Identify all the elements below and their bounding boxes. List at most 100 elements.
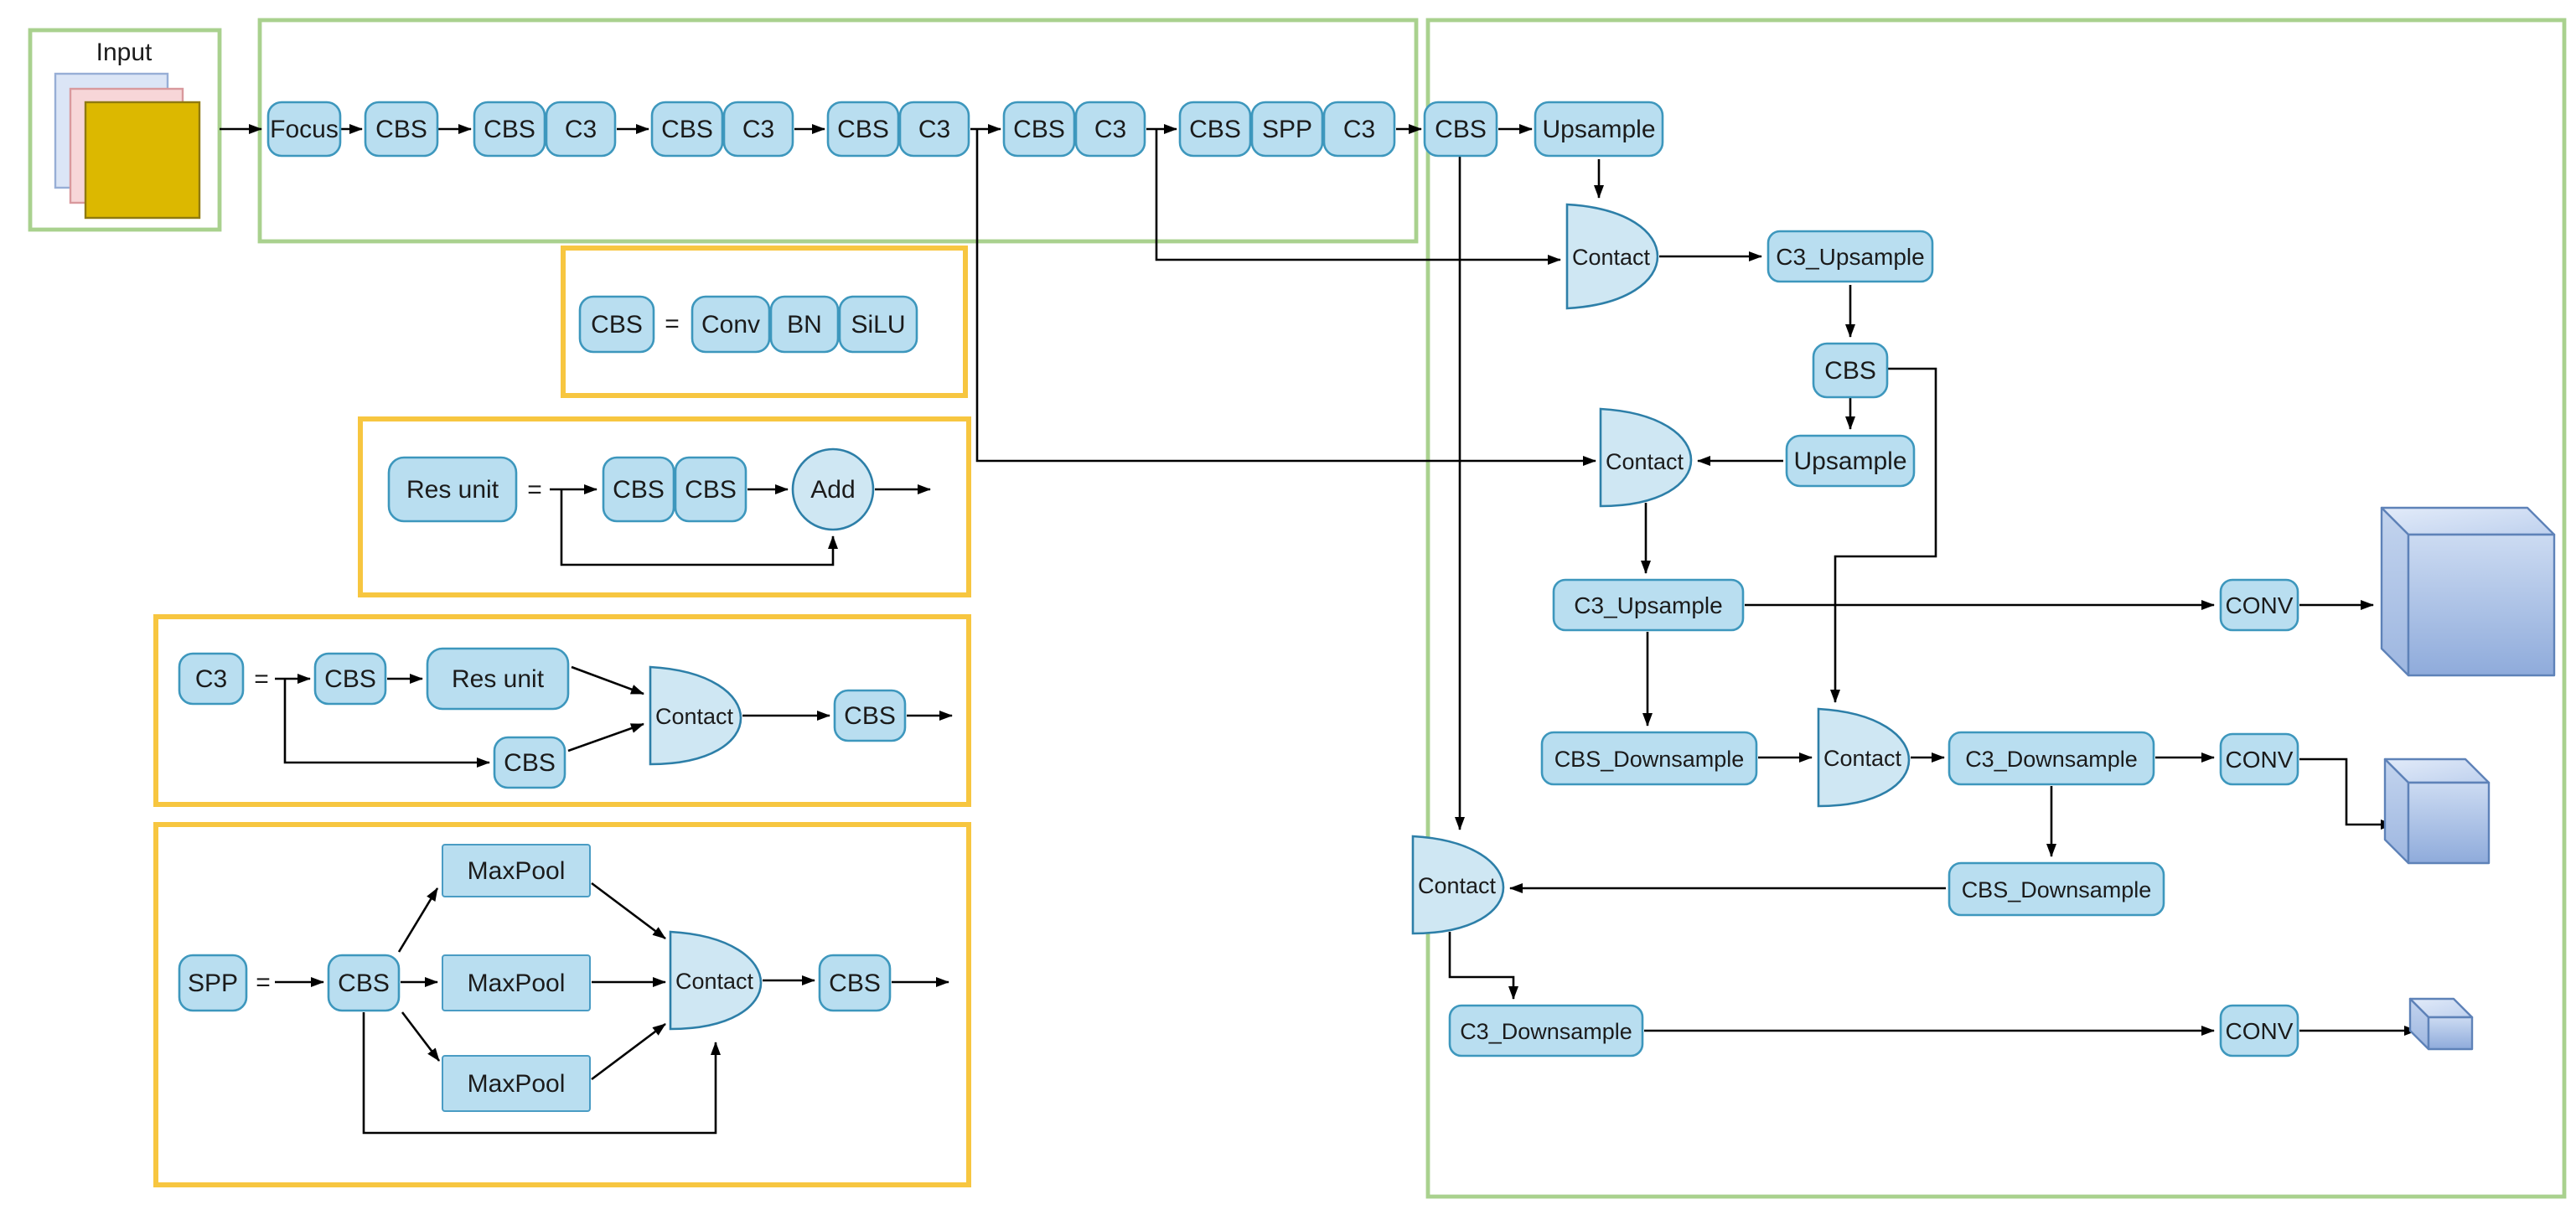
svg-text:C3_Upsample: C3_Upsample — [1776, 244, 1924, 270]
svg-text:CONV: CONV — [2226, 747, 2294, 773]
cbs-downsample2-block: CBS_Downsample — [1948, 861, 2165, 917]
c3-res-unit-block: Res unit — [426, 647, 570, 711]
upsample2-block: Upsample — [1785, 434, 1916, 488]
spp-contact-shape: Contact — [669, 930, 763, 1031]
svg-text:Upsample: Upsample — [1542, 116, 1655, 143]
cbs-equals-sign: = — [665, 310, 680, 338]
conv3-block: CONV — [2219, 1004, 2299, 1057]
svg-text:CBS: CBS — [484, 116, 535, 143]
spp-equals-sign: = — [256, 969, 271, 996]
legend-bn-block: BN — [769, 295, 840, 354]
svg-text:CBS: CBS — [829, 970, 881, 997]
svg-text:Contact: Contact — [675, 969, 754, 994]
c3-upsample1-block: C3_Upsample — [1766, 230, 1934, 283]
c3-cbs-bypass-block: CBS — [493, 736, 566, 789]
res-bypass-arrow — [560, 489, 838, 566]
svg-text:C3_Upsample: C3_Upsample — [1574, 592, 1722, 618]
svg-text:Contact: Contact — [1418, 873, 1497, 898]
svg-text:Res unit: Res unit — [406, 476, 499, 504]
svg-text:MaxPool: MaxPool — [468, 1070, 566, 1098]
svg-text:Conv: Conv — [701, 311, 760, 339]
svg-text:CBS: CBS — [661, 116, 713, 143]
skip-connection-arrows — [975, 129, 1596, 830]
cbs-downsample1-block: CBS_Downsample — [1540, 731, 1758, 786]
upsample1-block: Upsample — [1534, 101, 1664, 158]
res-cbs2-block: CBS — [674, 456, 747, 523]
stage4-c3-block: C3 — [1074, 101, 1146, 158]
legend-c3-block: C3 — [178, 652, 245, 706]
svg-text:CBS: CBS — [1189, 116, 1241, 143]
legend-res-unit-block: Res unit — [387, 456, 518, 523]
stage5-cbs-block: CBS — [1178, 101, 1252, 158]
stem-cbs-block: CBS — [364, 101, 439, 158]
conv1-block: CONV — [2219, 578, 2299, 632]
neck-cbs-block: CBS — [1423, 101, 1498, 158]
res-cbs1-block: CBS — [602, 456, 675, 523]
c3-bypass-to-contact-arrow — [567, 722, 644, 752]
svg-text:CBS: CBS — [504, 749, 556, 777]
c3-equals-sign: = — [254, 665, 269, 693]
cbs-legend-panel — [561, 246, 968, 398]
svg-text:C3: C3 — [195, 665, 227, 693]
head-arrows — [1448, 159, 2418, 1036]
head-panel — [1425, 18, 2567, 1199]
contact4-shape: Contact — [1411, 835, 1505, 935]
c3-cbs-out-block: CBS — [833, 689, 907, 742]
svg-text:CBS: CBS — [1435, 116, 1487, 143]
svg-text:CBS: CBS — [375, 116, 427, 143]
stage4-cbs-block: CBS — [1002, 101, 1076, 158]
svg-text:SPP: SPP — [188, 970, 238, 997]
stage3-c3-block: C3 — [898, 101, 970, 158]
svg-text:CBS: CBS — [685, 476, 737, 504]
c3-bypass-line — [283, 679, 490, 768]
mid-cbs-block: CBS — [1812, 342, 1889, 399]
svg-text:CBS_Downsample: CBS_Downsample — [1554, 747, 1745, 772]
svg-text:C3_Downsample: C3_Downsample — [1965, 747, 2138, 772]
svg-text:CBS_Downsample: CBS_Downsample — [1962, 877, 2152, 902]
svg-text:C3: C3 — [565, 116, 597, 143]
c3-cbs1-block: CBS — [313, 652, 387, 706]
spp-legend-panel — [153, 822, 971, 1187]
stage1-cbs-block: CBS — [473, 101, 546, 158]
input-image-stack: Input — [54, 39, 201, 220]
spp-cbs-out-block: CBS — [818, 954, 892, 1012]
c3-res-to-contact-arrow — [571, 665, 644, 695]
c3-legend: C3 = CBS Res unit CBS Contact CBS — [178, 647, 953, 789]
spp-maxpool3-block: MaxPool — [442, 1055, 591, 1112]
legend-silu-block: SiLU — [838, 295, 918, 354]
c3-downsample1-block: C3_Downsample — [1948, 731, 2155, 786]
res-add-node: Add — [791, 447, 875, 531]
svg-text:MaxPool: MaxPool — [468, 857, 566, 885]
output-cube-large — [2380, 506, 2556, 677]
stage5-spp-block: SPP — [1250, 101, 1324, 158]
svg-text:CBS: CBS — [613, 476, 665, 504]
svg-text:C3: C3 — [1094, 116, 1126, 143]
svg-text:CONV: CONV — [2226, 1018, 2294, 1044]
c3-legend-panel — [153, 614, 971, 807]
neck-blocks: CBS Upsample Contact C3_Upsample CBS Ups… — [1411, 101, 2299, 1057]
legend-cbs-block: CBS — [578, 295, 655, 354]
svg-text:C3: C3 — [1343, 116, 1375, 143]
cbs-legend: CBS = Conv BN SiLU — [578, 295, 918, 354]
spp-cbs-to-mp1-arrow — [397, 887, 439, 953]
svg-text:CBS: CBS — [338, 970, 390, 997]
stage2-c3-block: C3 — [722, 101, 794, 158]
backbone-blocks: Focus CBS CBS C3 CBS C3 CBS C3 — [266, 101, 1396, 158]
spp-maxpool1-block: MaxPool — [442, 844, 591, 897]
svg-text:CBS: CBS — [324, 665, 376, 693]
spp-maxpool2-block: MaxPool — [442, 954, 591, 1011]
conv2-block: CONV — [2219, 732, 2299, 786]
svg-text:Add: Add — [810, 476, 855, 504]
svg-text:C3: C3 — [742, 116, 774, 143]
legend-spp-block: SPP — [178, 954, 248, 1012]
svg-text:Contact: Contact — [1823, 746, 1902, 771]
svg-text:CBS: CBS — [1824, 357, 1876, 385]
legend-conv-block: Conv — [691, 295, 771, 354]
stage1-c3-block: C3 — [545, 101, 617, 158]
contact2-shape: Contact — [1599, 407, 1693, 508]
res-equals-sign: = — [527, 476, 542, 504]
svg-text:CBS: CBS — [837, 116, 889, 143]
contact3-shape: Contact — [1817, 707, 1911, 808]
spp-mp1-to-contact-arrow — [591, 882, 666, 940]
